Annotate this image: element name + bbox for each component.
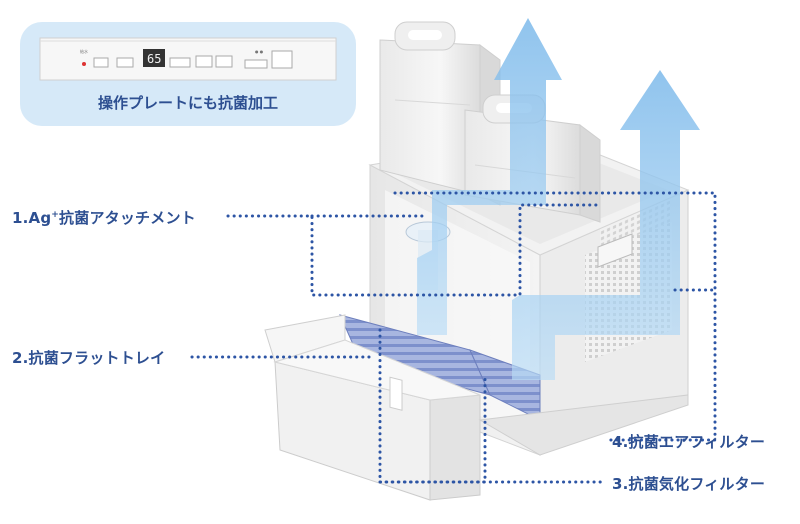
power-indicator-icon — [82, 62, 86, 66]
svg-text:給水: 給水 — [80, 48, 88, 54]
display-value: 65 — [147, 52, 161, 66]
label-ag-attachment: 1.Ag+抗菌アタッチメント — [12, 207, 196, 228]
svg-text:● ●: ● ● — [255, 49, 264, 54]
label-ag-prefix: 1.Ag — [12, 209, 52, 227]
operation-panel-callout: 給水 65 ● ● — [20, 22, 356, 126]
digital-display — [143, 49, 165, 67]
leader-line-1 — [226, 203, 602, 297]
mode-button[interactable] — [244, 59, 268, 69]
label-ag-sup: + — [51, 210, 60, 220]
filter-tray — [264, 314, 541, 501]
label-flat-tray: 2.抗菌フラットトレイ — [12, 349, 166, 367]
airflow-arrow-left — [417, 18, 562, 335]
label-air-filter: 4.抗菌エアフィルター — [612, 433, 766, 451]
side-handle — [597, 233, 633, 268]
label-ag-rest: 抗菌アタッチメント — [59, 209, 196, 227]
power-button[interactable] — [271, 50, 293, 69]
label-vaporizing-filter: 3.抗菌気化フィルター — [612, 475, 766, 493]
tray-handle — [389, 376, 403, 411]
airflow-arrow-right — [512, 70, 700, 380]
leader-line-4 — [393, 191, 717, 442]
panel-caption: 操作プレートにも抗菌加工 — [97, 94, 278, 112]
leader-line-3 — [378, 328, 607, 484]
